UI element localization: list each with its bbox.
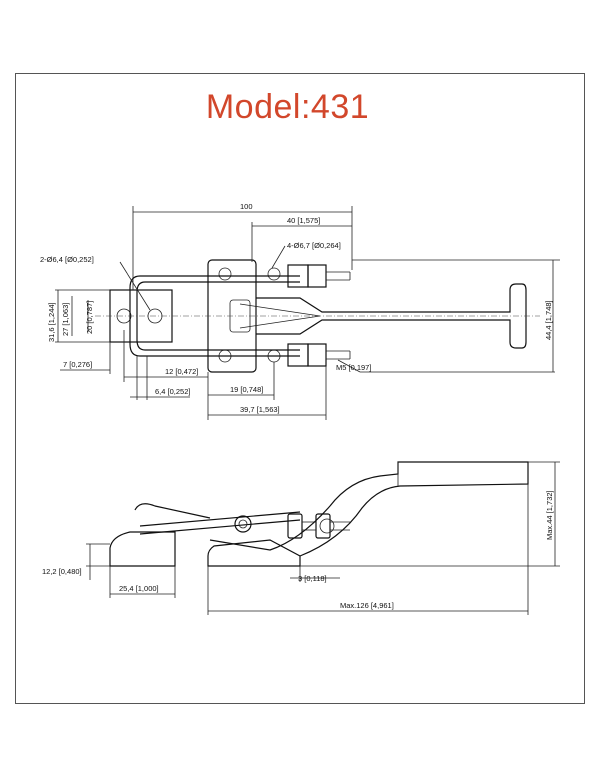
side-view: 12,2 [0,480] 25,4 [1,000] 3 [0,118] Max.…	[42, 461, 560, 615]
hook-arm	[139, 519, 301, 535]
drawing-frame	[15, 73, 585, 704]
dim-holes2-label: 2-Ø6,4 [Ø0,252]	[40, 255, 94, 264]
nut	[307, 264, 327, 288]
dim-12-label: 12 [0,472]	[165, 367, 198, 376]
dim-40-label: 40 [1,575]	[287, 216, 320, 225]
dim-19-label: 19 [0,748]	[230, 385, 263, 394]
leader	[337, 359, 361, 373]
dim-max44-label: Max.44 [1,732]	[545, 490, 554, 540]
model-title: Model:431	[205, 88, 370, 126]
dim-27-label: 27 [1,063]	[61, 303, 70, 336]
link	[239, 315, 321, 329]
dim-20-label: 20 [0,787]	[85, 301, 94, 334]
top-view: 100 40 [1,575] 4-Ø6,7 [Ø0,264] 2-Ø6,4 [Ø…	[40, 202, 560, 420]
dim-holes4-label: 4-Ø6,7 [Ø0,264]	[287, 241, 341, 250]
dim-100-label: 100	[240, 202, 253, 211]
hook-arm	[139, 511, 301, 527]
mount-hole	[267, 267, 281, 281]
dim-12-2-label: 12,2 [0,480]	[42, 567, 82, 576]
mount-hole	[218, 267, 232, 281]
dim-max126-label: Max.126 [4,961]	[340, 601, 394, 610]
leader	[119, 261, 151, 311]
dim-25-4-label: 25,4 [1,000]	[119, 584, 159, 593]
dim-m5-label: M5 [0,197]	[336, 363, 371, 372]
dim-39-7-label: 39,7 [1,563]	[240, 405, 280, 414]
dim-31-6-label: 31,6 [1,244]	[47, 302, 56, 342]
dim-7-label: 7 [0,276]	[63, 360, 92, 369]
latch-body	[109, 531, 176, 567]
nut	[287, 343, 309, 367]
leader	[271, 245, 286, 269]
link	[239, 303, 321, 317]
nut	[307, 343, 327, 367]
arm-lower	[256, 319, 380, 335]
dim-6-4-label: 6,4 [0,252]	[155, 387, 190, 396]
pivot-inner	[238, 519, 248, 529]
side-base	[207, 539, 301, 567]
pivot	[234, 515, 252, 533]
hook-tip	[134, 503, 211, 519]
side-nut	[315, 513, 331, 539]
side-nut-face	[319, 518, 335, 534]
dim-44-4-label: 44,4 [1,748]	[544, 300, 553, 340]
arm-upper	[256, 297, 380, 313]
dim-3-label: 3 [0,118]	[298, 574, 327, 583]
